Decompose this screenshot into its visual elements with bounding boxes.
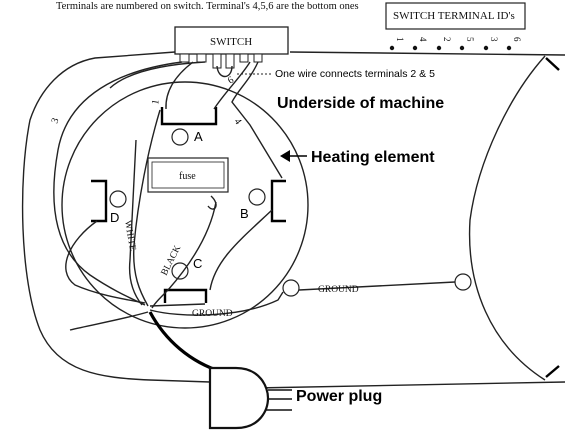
power-plug-label: Power plug <box>296 388 382 405</box>
top-note: Terminals are numbered on switch. Termin… <box>56 1 359 12</box>
wire-label-3: 3 <box>49 117 61 125</box>
ground-screw-element <box>282 279 300 297</box>
switch-box: SWITCH <box>174 26 289 55</box>
wire-note: One wire connects terminals 2 & 5 <box>275 68 435 80</box>
terminal-id-dots <box>389 45 512 51</box>
terminal-id-2: 2 <box>442 37 452 42</box>
ground-screw-body <box>454 273 472 291</box>
wire-label-ground-body: GROUND <box>318 285 359 295</box>
wire-label-6: 6 <box>226 75 236 87</box>
terminal-a-bracket <box>160 107 218 126</box>
terminal-c-screw <box>171 262 189 280</box>
heating-element-label: Heating element <box>311 149 435 166</box>
wire-label-1: 1 <box>150 99 162 106</box>
terminal-id-list: 1 4 2 5 3 6 <box>395 37 522 42</box>
terminal-d-bracket <box>91 179 108 223</box>
switch-terminal-id-box: SWITCH TERMINAL ID's <box>385 2 526 30</box>
underside-circle <box>61 81 309 329</box>
jumper-wire-2-5 <box>216 65 233 78</box>
machine-body-outline <box>21 51 566 389</box>
wire-label-ground-plug: GROUND <box>192 309 233 319</box>
terminal-id-6: 6 <box>512 37 522 42</box>
fuse-label: fuse <box>179 171 196 182</box>
terminal-a-label: A <box>194 129 203 144</box>
terminal-id-1: 1 <box>395 37 405 42</box>
heating-element-arrow <box>280 150 307 162</box>
terminal-c-label: C <box>193 256 202 271</box>
power-plug <box>208 366 292 430</box>
terminal-a-screw <box>171 128 189 146</box>
machine-body-ticks <box>545 57 560 378</box>
switch-label: SWITCH <box>210 36 252 48</box>
terminal-b-bracket <box>270 179 286 223</box>
wire-label-4: 4 <box>232 116 244 126</box>
terminal-id-5: 5 <box>465 37 475 42</box>
power-cord <box>148 311 223 374</box>
terminal-b-screw <box>248 188 266 206</box>
terminal-d-label: D <box>110 210 119 225</box>
underside-label: Underside of machine <box>277 95 444 112</box>
terminal-d-screw <box>109 190 127 208</box>
switch-terminals <box>179 53 263 69</box>
wires <box>53 61 456 331</box>
wire-label-white: WHITE <box>122 220 137 252</box>
terminal-id-3: 3 <box>489 37 499 42</box>
terminal-b-label: B <box>240 206 249 221</box>
terminal-id-title: SWITCH TERMINAL ID's <box>393 10 515 22</box>
terminal-c-bracket <box>163 288 208 303</box>
terminal-id-4: 4 <box>418 37 428 42</box>
fuse <box>147 157 229 193</box>
